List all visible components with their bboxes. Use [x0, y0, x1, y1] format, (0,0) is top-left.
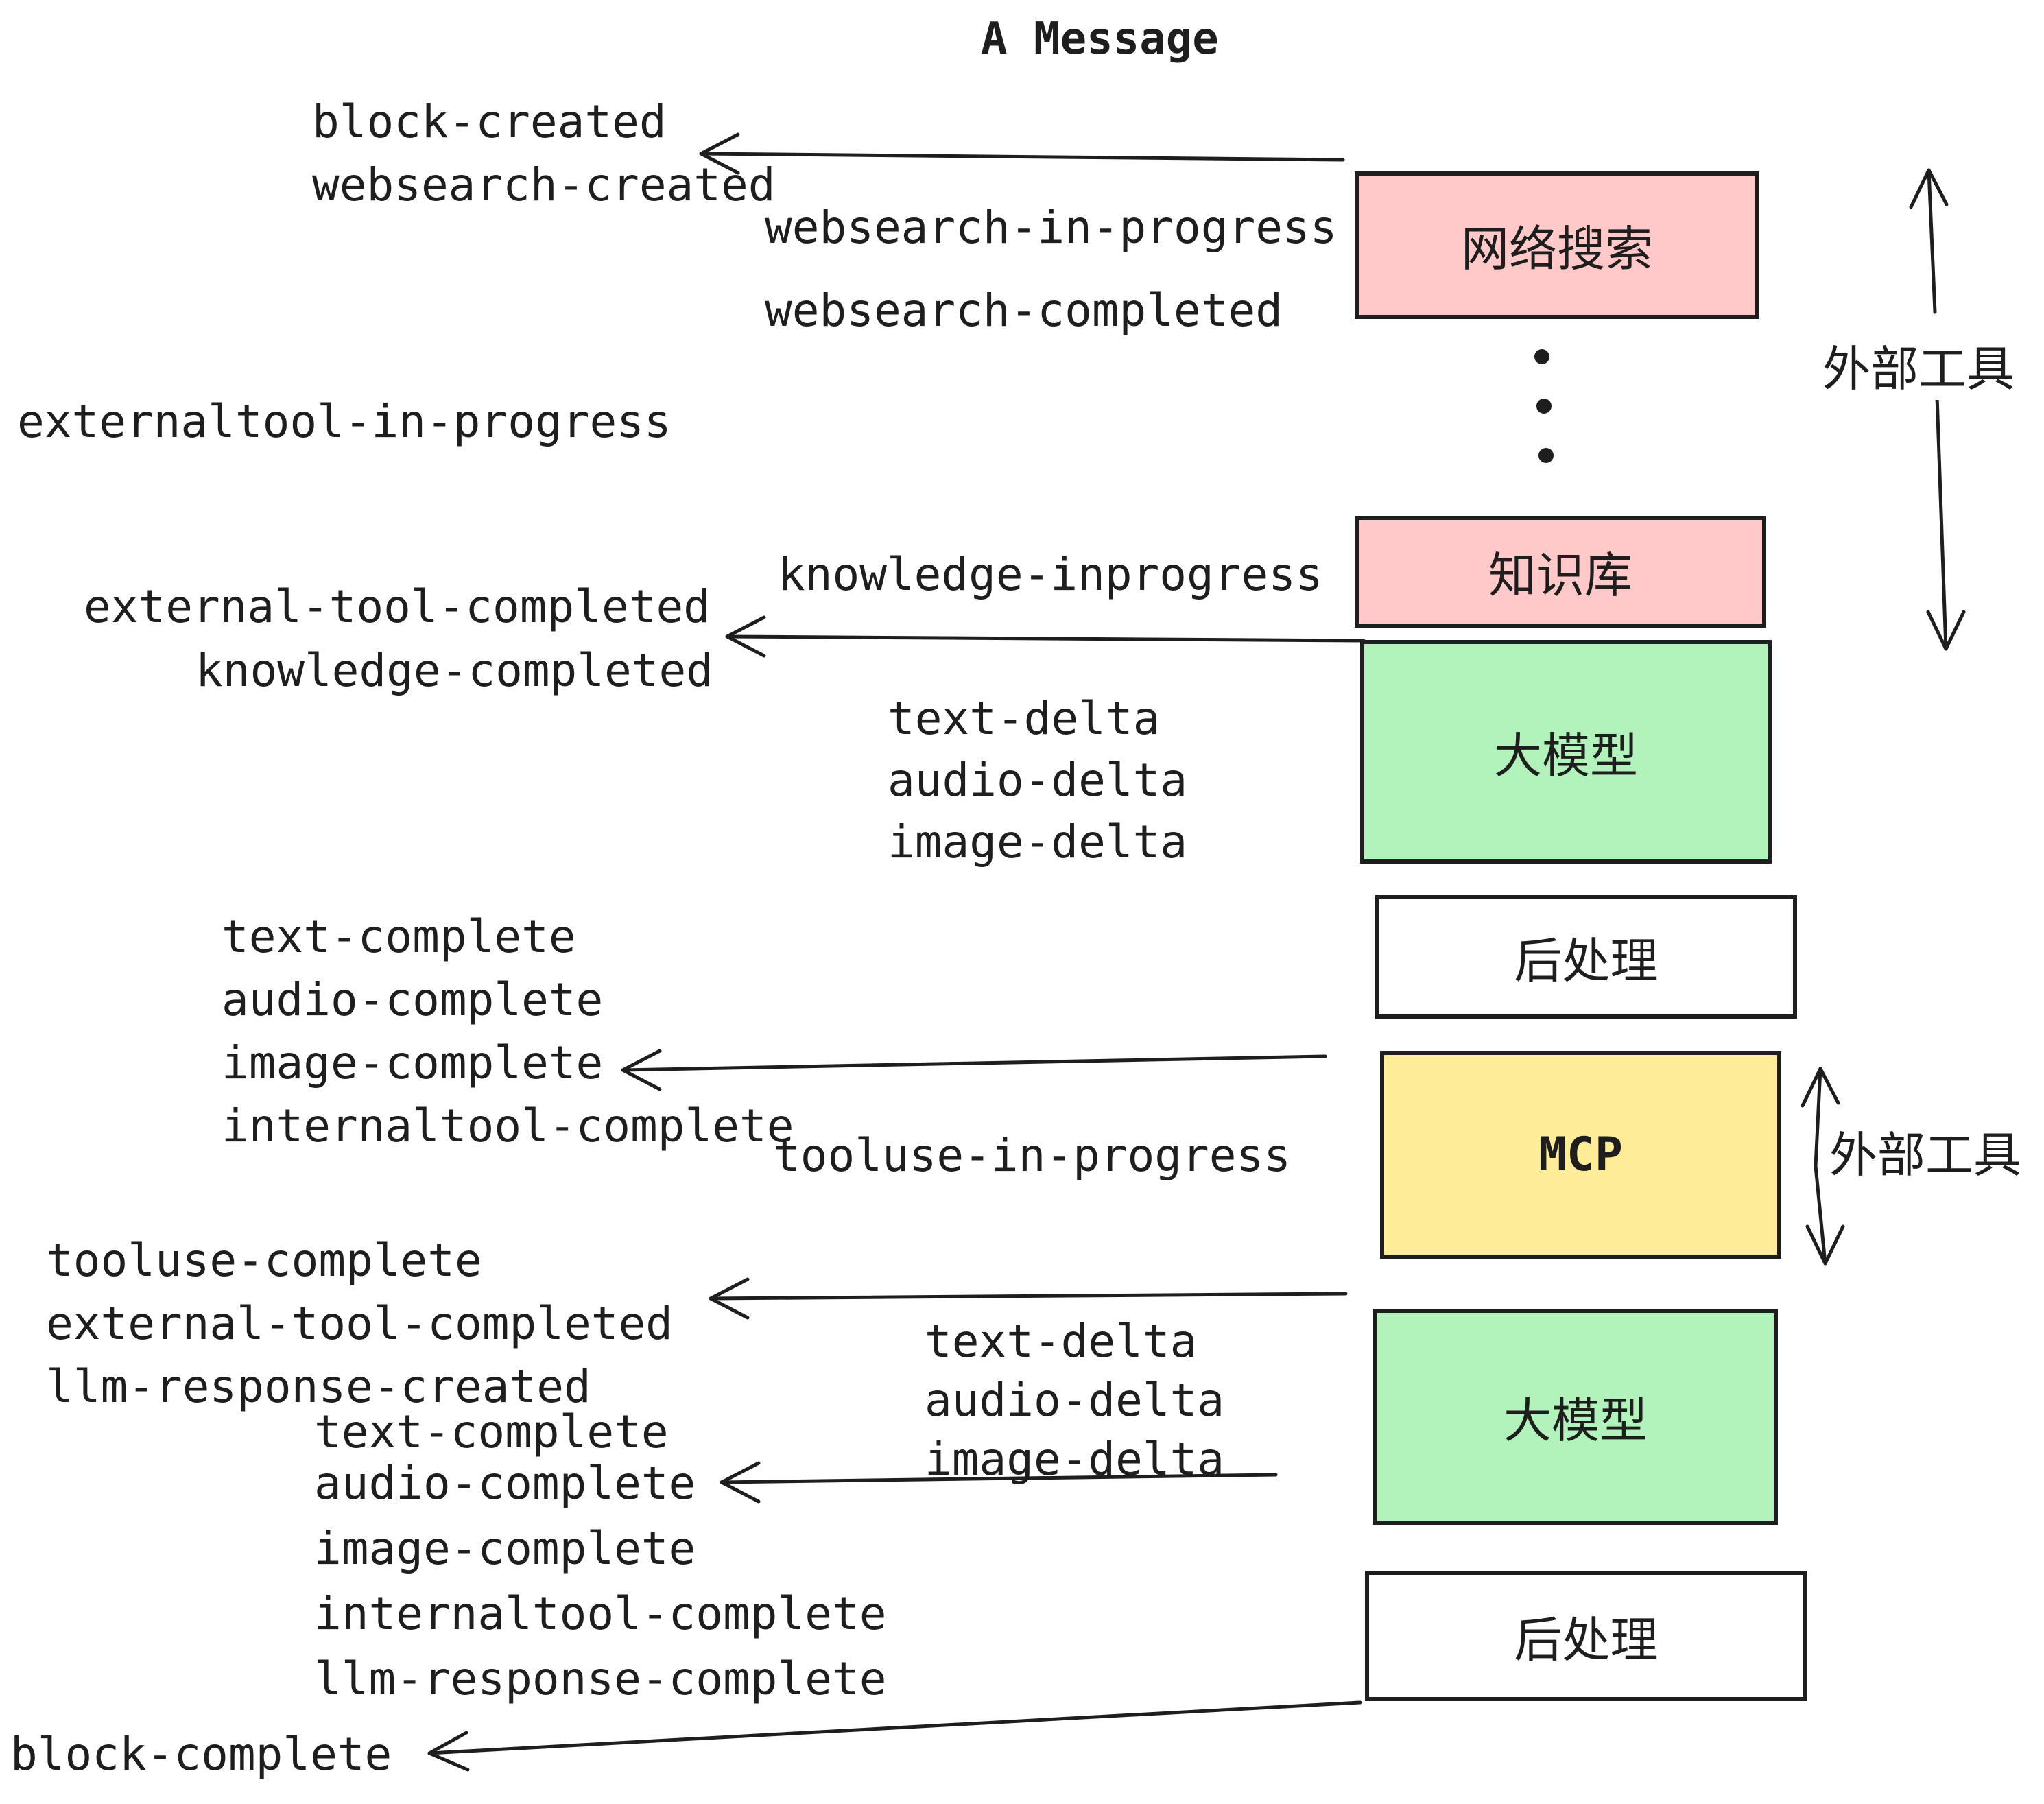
- event-label-audio-delta: audio-delta: [888, 754, 1188, 807]
- event-label-knowledge-completed: knowledge-completed: [195, 644, 713, 697]
- arrow-knowledge-completed: [725, 615, 1366, 658]
- event-label-text-complete: text-complete: [222, 910, 576, 963]
- external-tools-arrow-mcp: [1801, 1067, 1845, 1266]
- arrow-internal-complete: [621, 1049, 1327, 1091]
- event-label-internaltool-complete: internaltool-complete: [222, 1100, 794, 1152]
- event-label-externaltool-in-progress: externaltool-in-progress: [17, 395, 672, 448]
- box-post-1-label: 后处理: [1514, 934, 1659, 988]
- box-llm-1: 大模型: [1360, 640, 1772, 864]
- box-mcp-label: MCP: [1538, 1128, 1623, 1182]
- event-label-knowledge-inprogress: knowledge-inprogress: [778, 548, 1323, 601]
- event-label-text-complete-2: text-complete: [314, 1405, 669, 1458]
- event-label-block-complete: block-complete: [10, 1728, 392, 1781]
- external-tools-arrow-top: [1909, 168, 1966, 651]
- event-label-websearch-created: websearch-created: [312, 158, 776, 211]
- event-label-audio-complete-2: audio-complete: [314, 1457, 696, 1510]
- event-label-image-complete-2: image-complete: [314, 1522, 696, 1575]
- arrow-block-complete: [427, 1700, 1362, 1772]
- event-label-tooluse-complete: tooluse-complete: [46, 1234, 482, 1287]
- box-post-2: 后处理: [1365, 1571, 1807, 1701]
- side-label-external-tools-top: 外部工具: [1822, 331, 2015, 400]
- event-label-audio-delta-2: audio-delta: [925, 1374, 1225, 1427]
- event-label-tooluse-in-progress: tooluse-in-progress: [773, 1129, 1291, 1182]
- arrow-audio-complete: [720, 1461, 1278, 1504]
- event-label-external-tool-completed-2: external-tool-completed: [46, 1297, 673, 1350]
- event-label-websearch-completed: websearch-completed: [765, 284, 1283, 337]
- event-label-llm-response-created: llm-response-created: [46, 1360, 591, 1413]
- box-websearch: 网络搜索: [1355, 171, 1759, 319]
- ellipsis-dots: [1534, 349, 1554, 463]
- event-label-block-created: block-created: [312, 95, 667, 148]
- box-llm-1-label: 大模型: [1494, 728, 1638, 783]
- event-label-text-delta-2: text-delta: [925, 1315, 1198, 1368]
- event-label-image-complete: image-complete: [222, 1036, 604, 1089]
- box-websearch-label: 网络搜索: [1461, 222, 1653, 276]
- box-knowledge-label: 知识库: [1488, 549, 1632, 602]
- side-label-external-tools-mcp: 外部工具: [1829, 1117, 2021, 1186]
- box-knowledge: 知识库: [1355, 516, 1766, 628]
- arrow-tooluse-complete: [709, 1277, 1348, 1320]
- box-post-1: 后处理: [1375, 895, 1797, 1019]
- arrow-websearch-created: [699, 132, 1345, 175]
- box-mcp: MCP: [1380, 1051, 1781, 1259]
- event-label-internaltool-complete-2: internaltool-complete: [314, 1587, 887, 1640]
- event-label-audio-complete: audio-complete: [222, 973, 604, 1026]
- box-llm-2-label: 大模型: [1504, 1394, 1648, 1447]
- event-label-llm-response-complete: llm-response-complete: [314, 1652, 887, 1705]
- box-llm-2: 大模型: [1373, 1309, 1778, 1525]
- event-label-external-tool-completed: external-tool-completed: [84, 580, 711, 633]
- event-label-websearch-in-progress: websearch-in-progress: [765, 201, 1338, 254]
- event-label-image-delta: image-delta: [888, 816, 1188, 868]
- event-label-text-delta: text-delta: [888, 692, 1161, 745]
- event-label-image-delta-2: image-delta: [925, 1433, 1225, 1486]
- diagram-title: A Message: [981, 14, 1219, 64]
- box-post-2-label: 后处理: [1514, 1613, 1659, 1667]
